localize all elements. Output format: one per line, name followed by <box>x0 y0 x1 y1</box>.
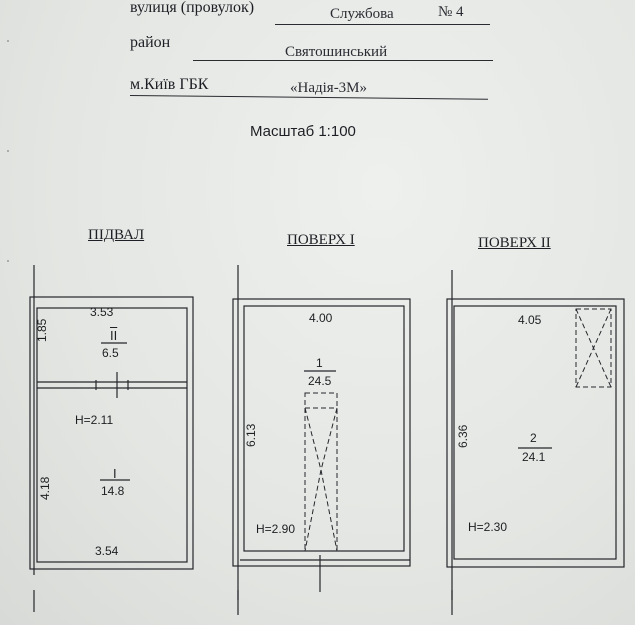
city-label: м.Київ ГБК <box>130 76 209 93</box>
floor1-dim-top: 4.00 <box>309 311 333 325</box>
district-value: Святошинський <box>285 44 388 60</box>
floor2-title: ПОВЕРХ ІІ <box>478 235 551 251</box>
floor1-dim-left: 6.13 <box>244 423 258 447</box>
room-I-number: I <box>113 466 117 481</box>
room-2-area: 24.1 <box>522 450 546 464</box>
basement-inner-wall <box>36 307 188 563</box>
room-1-number: 1 <box>316 356 323 370</box>
floor2-inner-wall <box>453 305 617 560</box>
floor2-dim-top: 4.05 <box>518 313 542 327</box>
scale-label: Масштаб 1:100 <box>250 123 356 140</box>
floor1-height: H=2.90 <box>256 522 296 536</box>
basement-title: ПІДВАЛ <box>88 227 145 243</box>
street-label: вулиця (провулок) <box>130 0 255 16</box>
district-label: район <box>130 34 171 51</box>
floor1-title: ПОВЕРХ І <box>287 232 355 248</box>
district-underline <box>193 60 493 61</box>
gbk-value: «Надія-3М» <box>290 80 368 96</box>
basement-outer-wall <box>29 296 194 570</box>
floor2-outer-wall <box>446 298 625 568</box>
room-2-number: 2 <box>530 431 537 445</box>
room-1-area: 24.5 <box>308 374 332 388</box>
punch-hole <box>7 260 9 262</box>
basement-dim-top: 3.53 <box>90 305 114 319</box>
basement-dim-bottom: 3.54 <box>95 544 119 558</box>
street-underline <box>275 24 490 25</box>
basement-dim-left-lower: 4.18 <box>38 476 52 500</box>
floor1-outer-wall <box>232 298 411 567</box>
floor2-height: H=2.30 <box>468 520 508 534</box>
basement-height: H=2.11 <box>75 413 114 427</box>
floor1-opening <box>304 392 338 552</box>
street-value: Службова <box>330 6 394 22</box>
basement-dim-left-upper: 1.85 <box>35 318 49 342</box>
house-number: № 4 <box>438 4 464 20</box>
room-II-area: 6.5 <box>102 346 119 360</box>
floor1-inner-wall <box>243 305 405 552</box>
floor2-stair-opening <box>575 308 612 388</box>
room-II-number: II <box>110 328 118 343</box>
room-I-area: 14.8 <box>101 484 125 498</box>
punch-hole <box>7 150 9 152</box>
punch-hole <box>7 40 9 42</box>
floor2-dim-left: 6.36 <box>456 424 470 448</box>
